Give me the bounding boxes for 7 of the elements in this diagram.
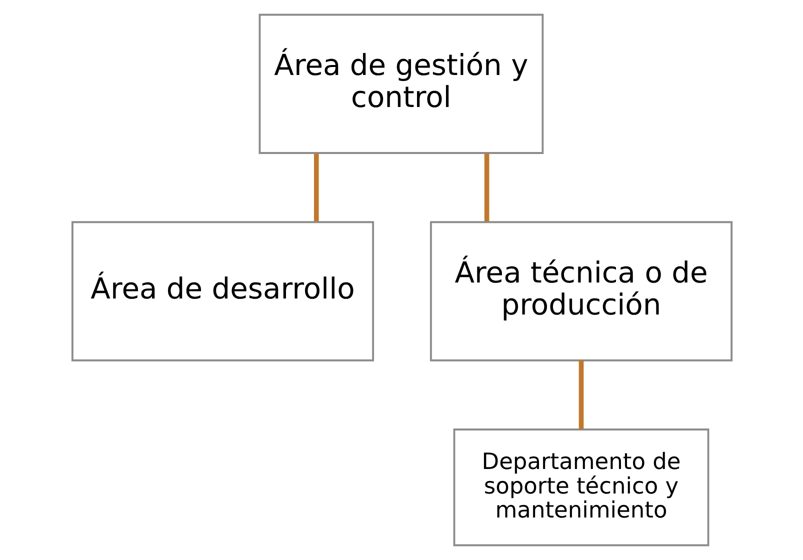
connector (578, 360, 584, 430)
connector (484, 154, 489, 222)
node-box: Área técnica o de producción (429, 221, 732, 362)
node-box: Área de gestión y control (258, 14, 544, 154)
connector (313, 154, 318, 222)
node-box: Departamento de soporte técnico y mantenimiento (452, 428, 709, 546)
node-box: Área de desarrollo (70, 221, 374, 362)
